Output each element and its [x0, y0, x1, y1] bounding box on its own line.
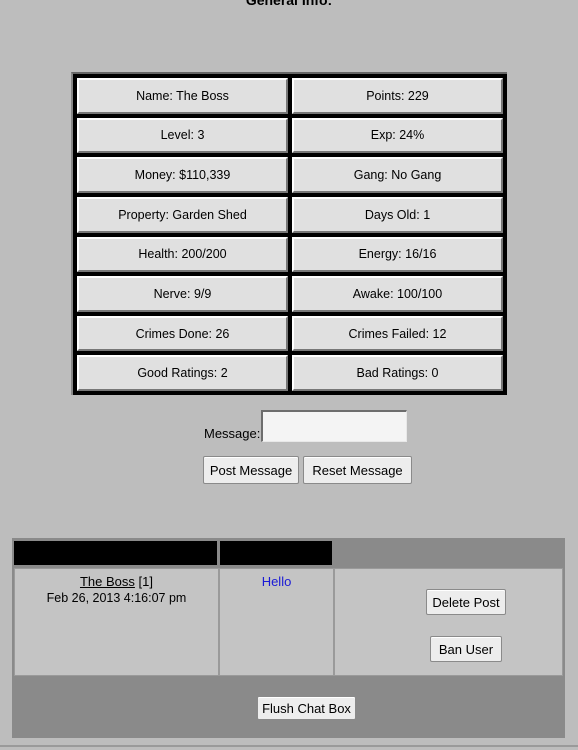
page-title: General Info: — [245, 0, 333, 8]
info-name: Name: The Boss — [77, 78, 288, 114]
chat-post-poster-cell: The Boss [1] Feb 26, 2013 4:16:07 pm — [14, 568, 219, 676]
post-date: Feb 26, 2013 4:16:07 pm — [46, 591, 187, 605]
info-money: Money: $110,339 — [77, 157, 288, 193]
ban-user-button[interactable]: Ban User — [430, 636, 502, 662]
chat-box: The Boss [1] Feb 26, 2013 4:16:07 pm Hel… — [12, 538, 565, 738]
chat-post-message-cell: Hello — [219, 568, 334, 676]
info-points: Points: 229 — [292, 78, 503, 114]
message-label: Message: — [204, 426, 261, 441]
info-good-ratings: Good Ratings: 2 — [77, 355, 288, 391]
info-health: Health: 200/200 — [77, 236, 288, 273]
chat-header-poster — [14, 541, 217, 565]
bottom-divider — [0, 745, 578, 747]
poster-id: [1] — [138, 574, 153, 589]
chat-header-message — [220, 541, 332, 565]
info-gang: Gang: No Gang — [292, 157, 503, 193]
post-text: Hello — [261, 574, 292, 589]
reset-message-button[interactable]: Reset Message — [303, 456, 412, 484]
info-nerve: Nerve: 9/9 — [77, 276, 288, 312]
info-energy: Energy: 16/16 — [292, 236, 503, 273]
delete-post-button[interactable]: Delete Post — [426, 589, 506, 615]
message-input[interactable] — [261, 410, 407, 442]
info-bad-ratings: Bad Ratings: 0 — [292, 355, 503, 391]
post-message-button[interactable]: Post Message — [203, 456, 299, 484]
general-info-table: Name: The Boss Points: 229 Level: 3 Exp:… — [71, 72, 507, 395]
info-days-old: Days Old: 1 — [292, 196, 503, 233]
poster-name: The Boss [1] — [15, 574, 218, 589]
chat-post-actions-cell: Delete Post Ban User — [334, 568, 563, 676]
flush-chat-box-button[interactable]: Flush Chat Box — [257, 696, 356, 720]
info-exp: Exp: 24% — [292, 117, 503, 154]
info-level: Level: 3 — [77, 117, 288, 154]
info-crimes-failed: Crimes Failed: 12 — [292, 315, 503, 352]
info-awake: Awake: 100/100 — [292, 276, 503, 312]
poster-link[interactable]: The Boss — [79, 574, 135, 589]
info-property: Property: Garden Shed — [77, 196, 288, 233]
info-crimes-done: Crimes Done: 26 — [77, 315, 288, 352]
